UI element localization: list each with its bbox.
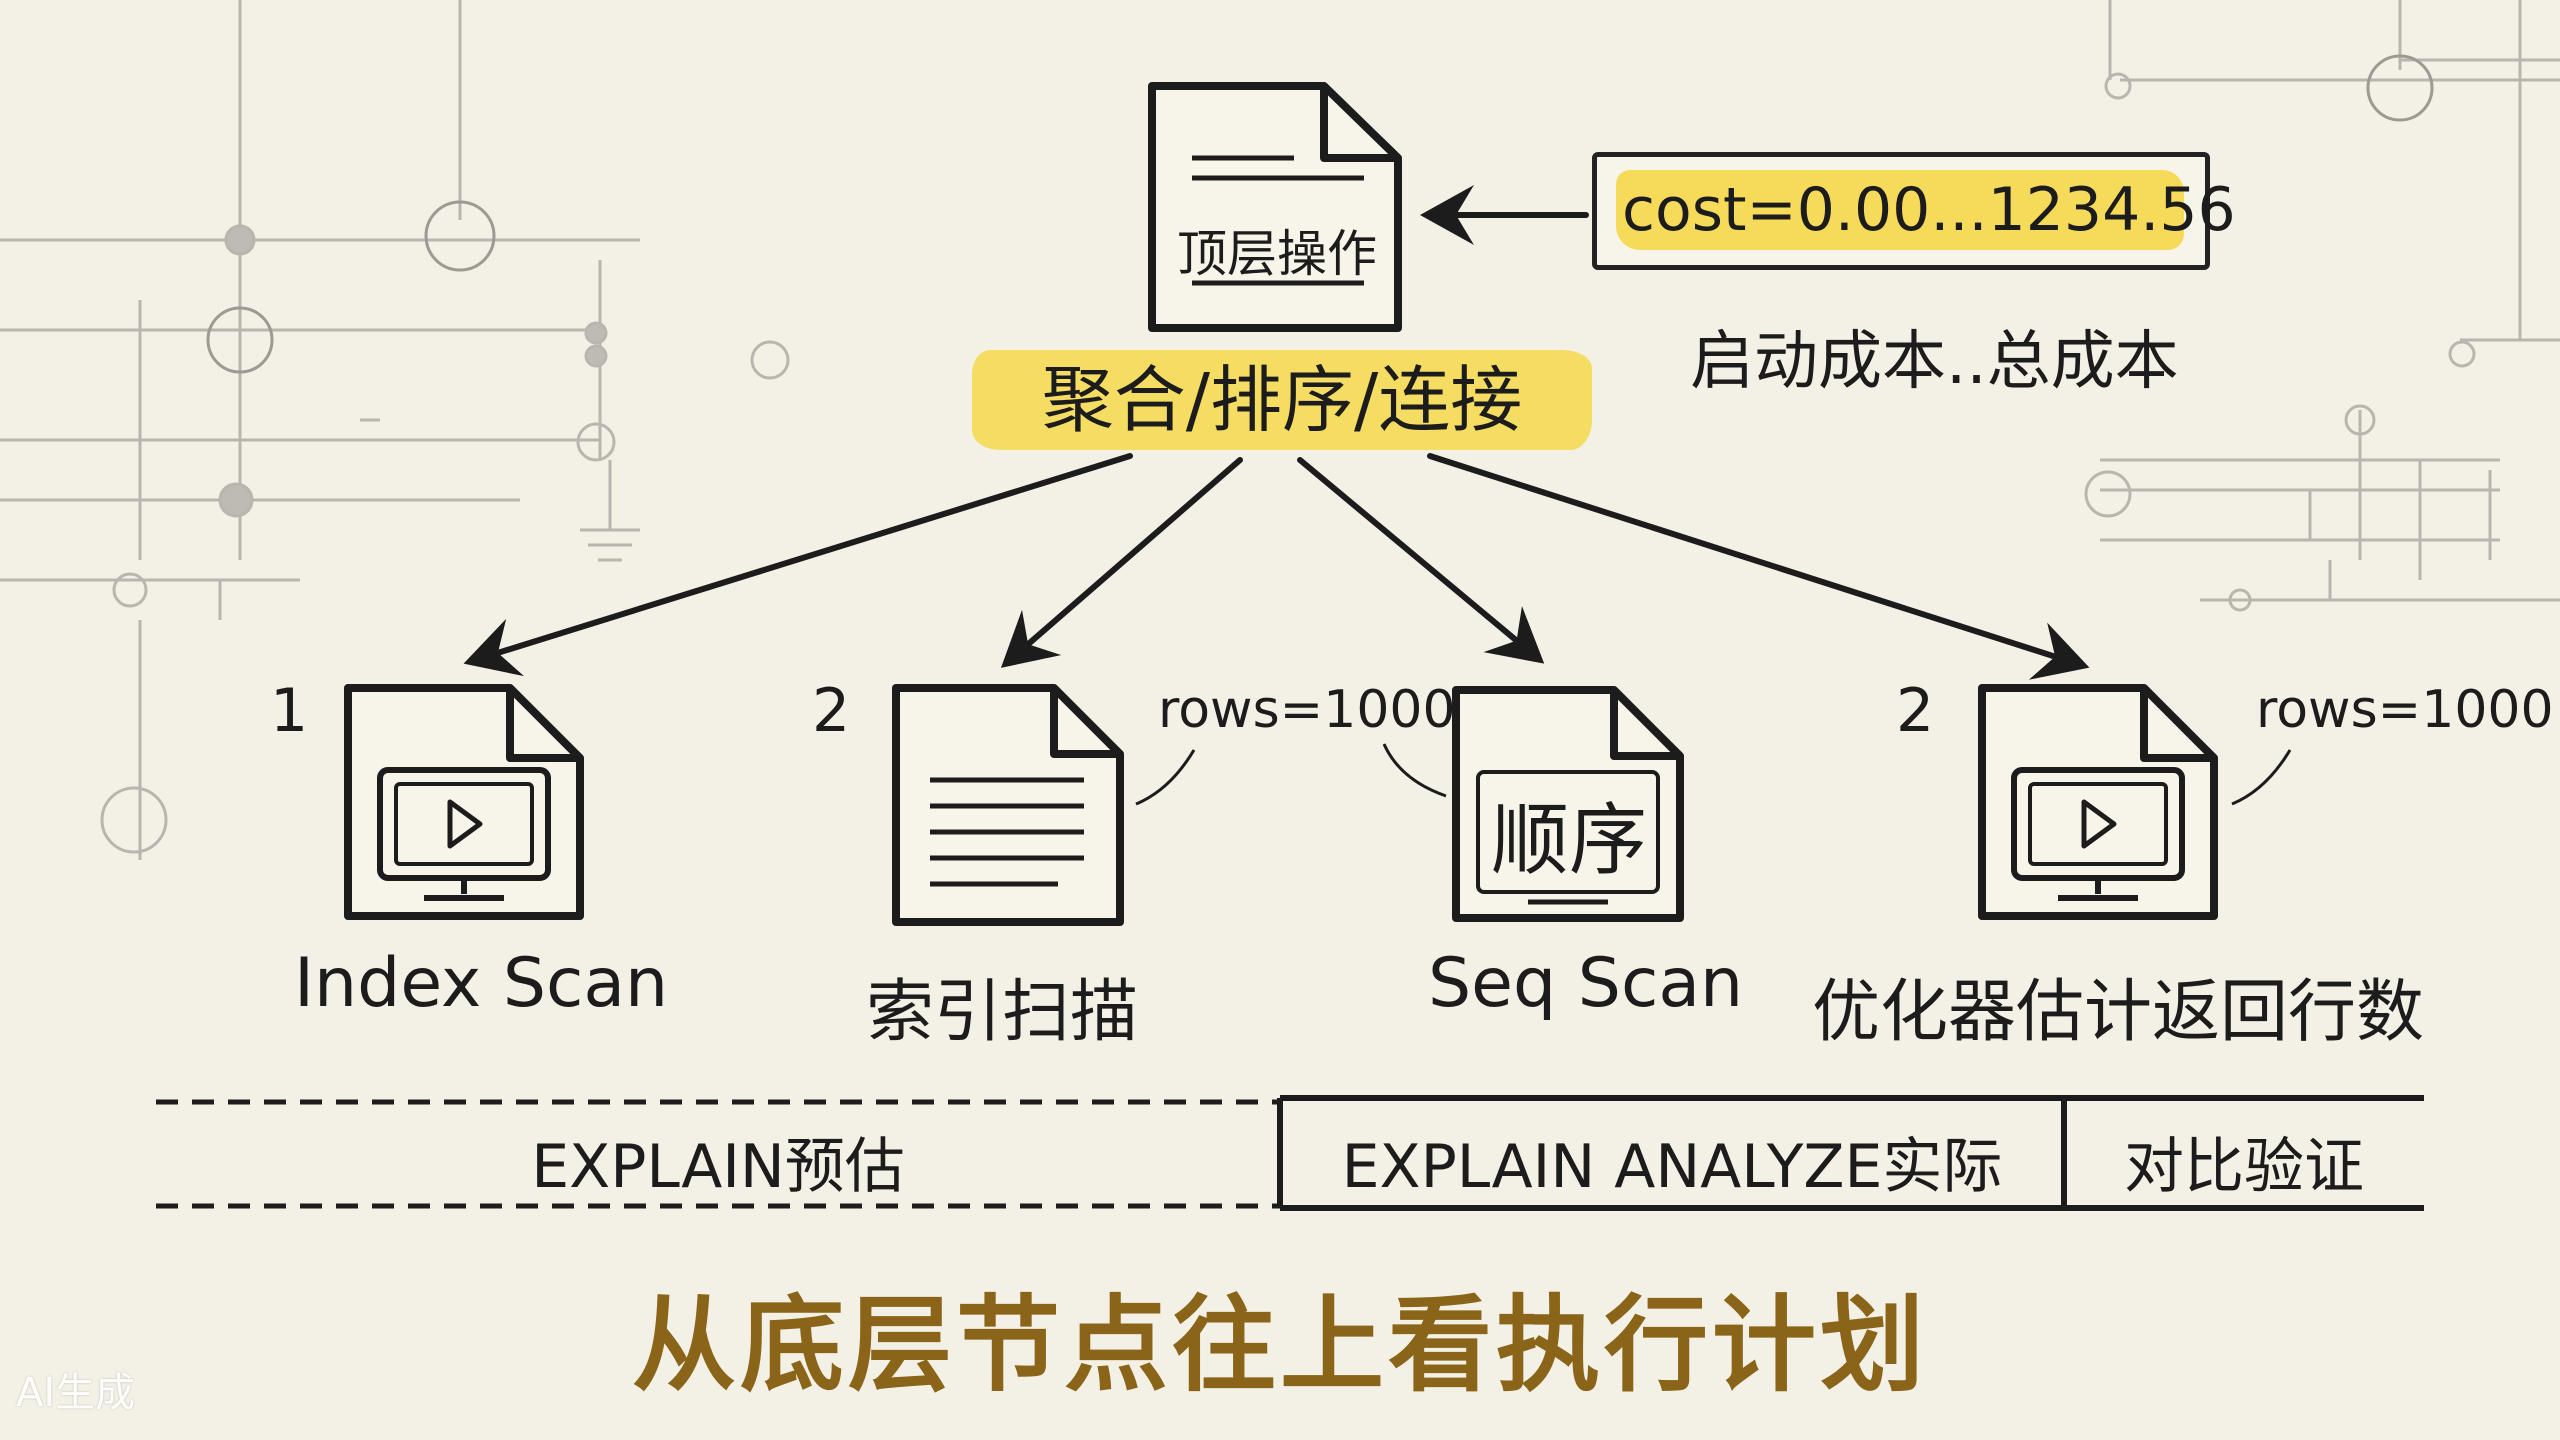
ai-watermark: AI生成 [16, 1370, 136, 1416]
footer-title: 从底层节点往上看执行计划 [631, 1283, 1928, 1406]
table-right-cell: 对比验证 [2124, 1132, 2364, 1202]
monitor-play-icon-2 [1974, 680, 2222, 924]
seq-icon-text: 顺序 [1490, 796, 1647, 886]
node-2-annotation: rows=1000 [1158, 680, 1456, 740]
top-node-document-icon [1144, 78, 1406, 336]
arrow-to-index-lookup [1000, 457, 1243, 668]
node-4-number: 2 [1896, 676, 1935, 746]
top-node-icon-text: 顶层操作 [1177, 225, 1377, 283]
node-1-label: Index Scan [294, 944, 669, 1023]
cost-value: cost=0.00...1234.56 [1622, 175, 2236, 245]
arrow-to-index-scan [463, 453, 1133, 677]
top-node-label: 聚合/排序/连接 [1041, 358, 1523, 442]
node-1-number: 1 [270, 676, 309, 746]
cost-highlight [1616, 170, 2184, 250]
monitor-play-icon [340, 680, 588, 924]
arrow-to-seq-scan [1297, 457, 1545, 664]
arrow-to-row-estimate [1427, 453, 2090, 680]
document-lines-icon [888, 680, 1128, 930]
node-2-label: 索引扫描 [866, 973, 1139, 1052]
node-2-number: 2 [812, 676, 851, 746]
top-node-highlight [972, 350, 1592, 450]
node-4-label: 优化器估计返回行数 [1812, 973, 2425, 1052]
seq-scan-connector [1382, 743, 1447, 798]
node-3-label: Seq Scan [1428, 944, 1744, 1023]
node-2-annotation-leader [1135, 749, 1196, 806]
table-middle-cell: EXPLAIN ANALYZE实际 [1341, 1132, 2003, 1202]
document-sequential-icon [1448, 682, 1688, 926]
table-left-cell: EXPLAIN预估 [531, 1132, 905, 1202]
cost-caption: 启动成本..总成本 [1690, 325, 2179, 399]
node-4-annotation: rows=1000 [2256, 680, 2554, 740]
node-4-annotation-leader [2231, 749, 2292, 806]
